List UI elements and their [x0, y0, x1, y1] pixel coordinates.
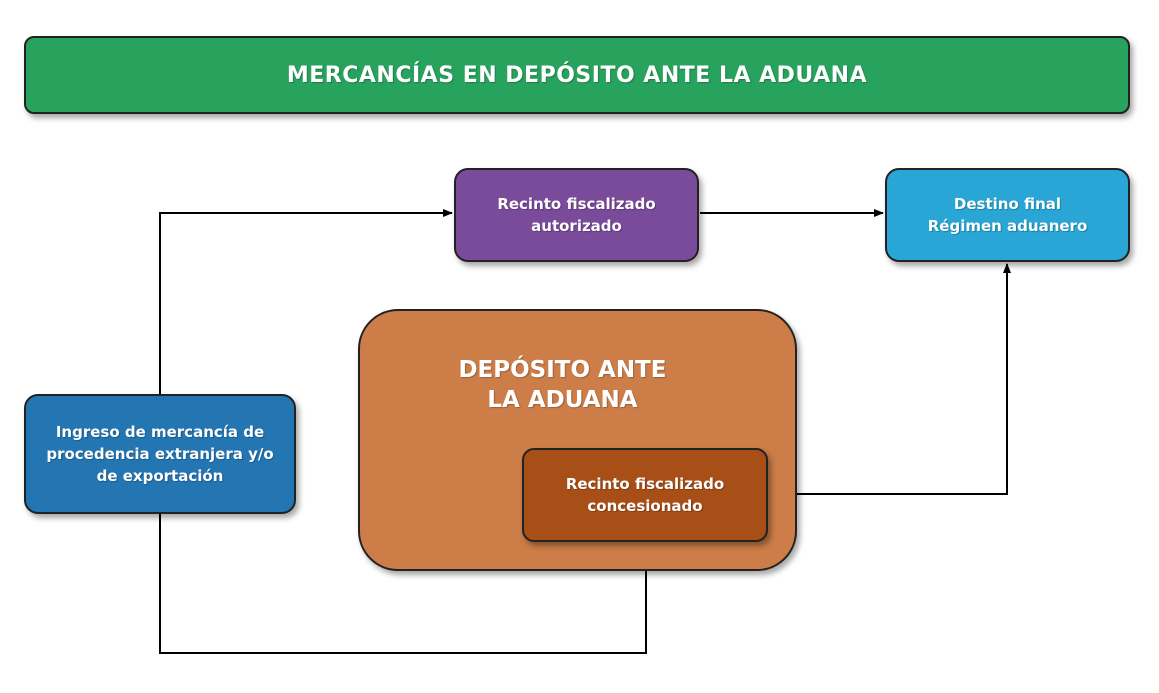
diagram-title: MERCANCÍAS EN DEPÓSITO ANTE LA ADUANA — [24, 36, 1130, 114]
node-ingress-label: Ingreso de mercancía de procedencia extr… — [46, 423, 274, 485]
arrow-ingress-to-authorized — [159, 209, 453, 394]
arrow-ingress-to-concession — [159, 514, 650, 654]
node-goods-ingress: Ingreso de mercancía de procedencia extr… — [24, 394, 296, 514]
node-authorized-label: Recinto fiscalizado autorizado — [497, 195, 656, 235]
node-concession-label: Recinto fiscalizado concesionado — [565, 475, 725, 515]
group-customs-deposit-title: DEPÓSITO ANTE LA ADUANA — [458, 357, 667, 413]
arrow-concession-to-destination — [768, 263, 1011, 495]
node-concession-facility: Recinto fiscalizado concesionado — [522, 448, 768, 542]
node-final-destination: Destino final Régimen aduanero — [885, 168, 1130, 262]
node-authorized-facility: Recinto fiscalizado autorizado — [454, 168, 699, 262]
node-destination-label: Destino final Régimen aduanero — [927, 195, 1088, 235]
